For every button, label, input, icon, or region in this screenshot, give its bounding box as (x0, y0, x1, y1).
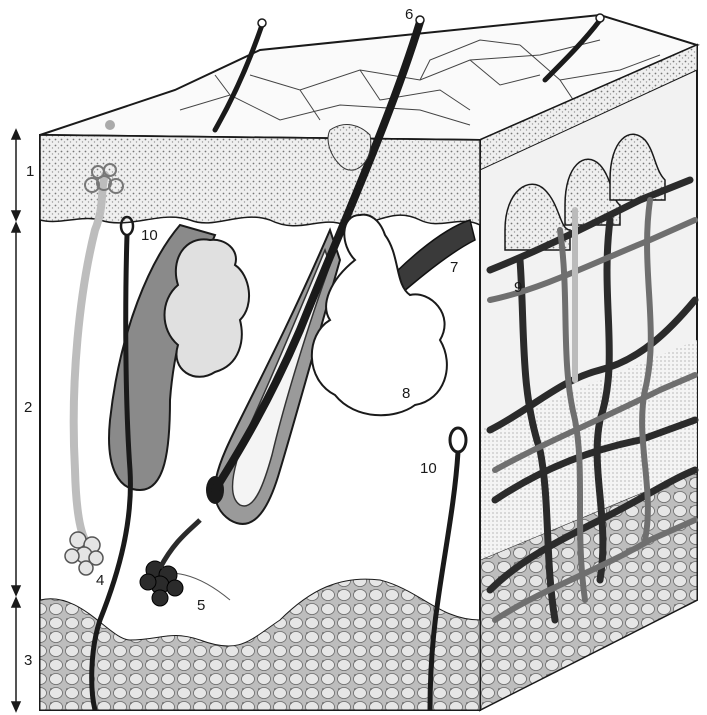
label-8: 8 (402, 385, 410, 402)
label-10-right: 10 (420, 460, 437, 477)
label-9: 9 (514, 279, 522, 296)
lobed-gland (165, 239, 250, 376)
label-5: 5 (197, 597, 205, 614)
label-10-left: 10 (141, 227, 158, 244)
label-4: 4 (96, 572, 104, 589)
layer-arrows (12, 130, 20, 711)
label-7: 7 (450, 259, 458, 276)
label-2: 2 (24, 399, 32, 416)
label-3: 3 (24, 652, 32, 669)
label-6: 6 (405, 6, 413, 23)
label-1: 1 (26, 163, 34, 180)
sweat-pore (105, 120, 115, 130)
